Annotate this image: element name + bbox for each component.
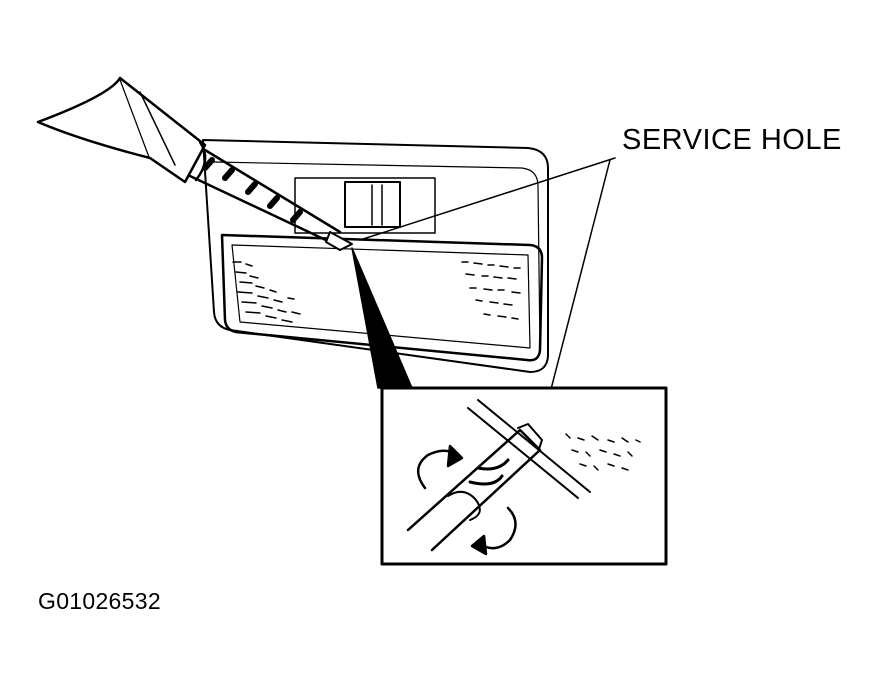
dome-light-housing-inner — [212, 161, 541, 351]
dome-light-housing — [202, 139, 549, 373]
lens-texture-left — [232, 261, 301, 323]
lens-texture-right — [461, 261, 521, 320]
inset-detail-frame — [380, 386, 668, 566]
magnifier-pointer — [351, 247, 413, 389]
dome-light-switch — [344, 181, 401, 228]
inset-lens-texture — [565, 433, 641, 471]
inset-screwdriver-tip — [406, 423, 543, 552]
rotate-arrow-top-icon — [417, 444, 464, 490]
dome-light-lens — [220, 233, 544, 362]
rotate-arrow-bottom-icon — [470, 506, 517, 556]
figure-id: G01026532 — [38, 588, 161, 614]
screwdriver-shaft — [188, 148, 353, 251]
service-hole-label: SERVICE HOLE — [622, 124, 842, 156]
dome-light-switch-recess — [294, 177, 436, 234]
inset-lens-edge — [467, 399, 591, 499]
